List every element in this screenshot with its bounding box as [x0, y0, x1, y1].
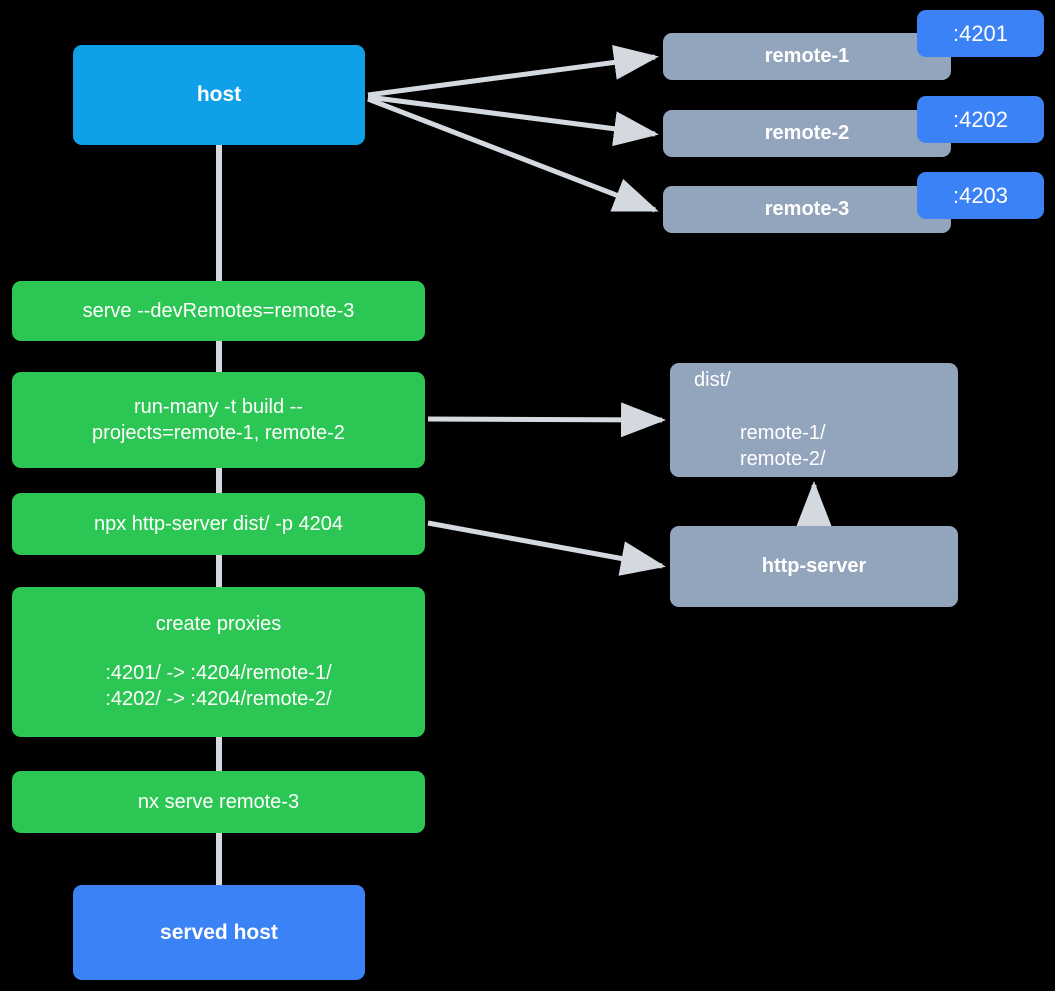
node-dist-folder[interactable]: dist/ remote-1/ remote-2/ — [670, 363, 958, 477]
node-command-npx-http-server-label: npx http-server dist/ -p 4204 — [93, 512, 343, 535]
node-create-proxies-title: create proxies — [155, 613, 282, 636]
node-remote-1[interactable]: remote-1 — [663, 33, 951, 80]
node-command-run-many-label: run-many -t build -- projects=remote-1, … — [92, 395, 345, 444]
node-command-serve-devremotes[interactable]: serve --devRemotes=remote-3 — [12, 281, 425, 341]
node-dist-children-label: remote-1/ remote-2/ — [740, 422, 826, 471]
node-remote-2-label: remote-2 — [764, 122, 850, 145]
node-http-server-label: http-server — [761, 555, 867, 578]
node-remote-1-label: remote-1 — [764, 45, 850, 68]
edge-host-to-remote-3 — [367, 96, 659, 213]
connector-nxserve-to-servedhost — [216, 830, 222, 888]
node-create-proxies-mappings: :4201/ -> :4204/remote-1/ :4202/ -> :420… — [105, 661, 332, 711]
edge-npx-to-httpserver — [427, 520, 666, 576]
node-command-create-proxies[interactable]: create proxies :4201/ -> :4204/remote-1/… — [12, 587, 425, 737]
edge-host-to-remote-2 — [367, 94, 659, 147]
connector-host-to-serve — [216, 145, 222, 285]
node-command-npx-http-server[interactable]: npx http-server dist/ -p 4204 — [12, 493, 425, 555]
node-command-nx-serve-remote-3[interactable]: nx serve remote-3 — [12, 771, 425, 833]
connector-npx-to-proxies — [216, 552, 222, 588]
port-badge-4203: :4203 — [917, 172, 1044, 219]
node-command-run-many[interactable]: run-many -t build -- projects=remote-1, … — [12, 372, 425, 468]
port-badge-4202-label: :4202 — [952, 106, 1009, 132]
connector-serve-to-runmany — [216, 338, 222, 374]
port-badge-4201-label: :4201 — [952, 20, 1009, 46]
node-http-server[interactable]: http-server — [670, 526, 958, 607]
port-badge-4202: :4202 — [917, 96, 1044, 143]
node-served-host[interactable]: served host — [73, 885, 365, 980]
connector-proxies-to-nxserve — [216, 735, 222, 773]
port-badge-4203-label: :4203 — [952, 182, 1009, 208]
edge-runmany-to-dist — [427, 402, 666, 438]
node-command-serve-devremotes-label: serve --devRemotes=remote-3 — [82, 299, 355, 322]
node-served-host-label: served host — [160, 920, 278, 944]
port-badge-4201: :4201 — [917, 10, 1044, 57]
node-command-nx-serve-remote-3-label: nx serve remote-3 — [137, 790, 300, 813]
node-remote-3[interactable]: remote-3 — [663, 186, 951, 233]
edge-host-to-remote-1 — [367, 45, 659, 98]
node-dist-root-label: dist/ — [694, 369, 731, 392]
node-remote-3-label: remote-3 — [764, 198, 850, 221]
node-host-label: host — [196, 83, 242, 107]
connector-runmany-to-npx — [216, 466, 222, 496]
node-host[interactable]: host — [73, 45, 365, 145]
node-dist-text: dist/ remote-1/ remote-2/ — [694, 341, 826, 499]
node-remote-2[interactable]: remote-2 — [663, 110, 951, 157]
